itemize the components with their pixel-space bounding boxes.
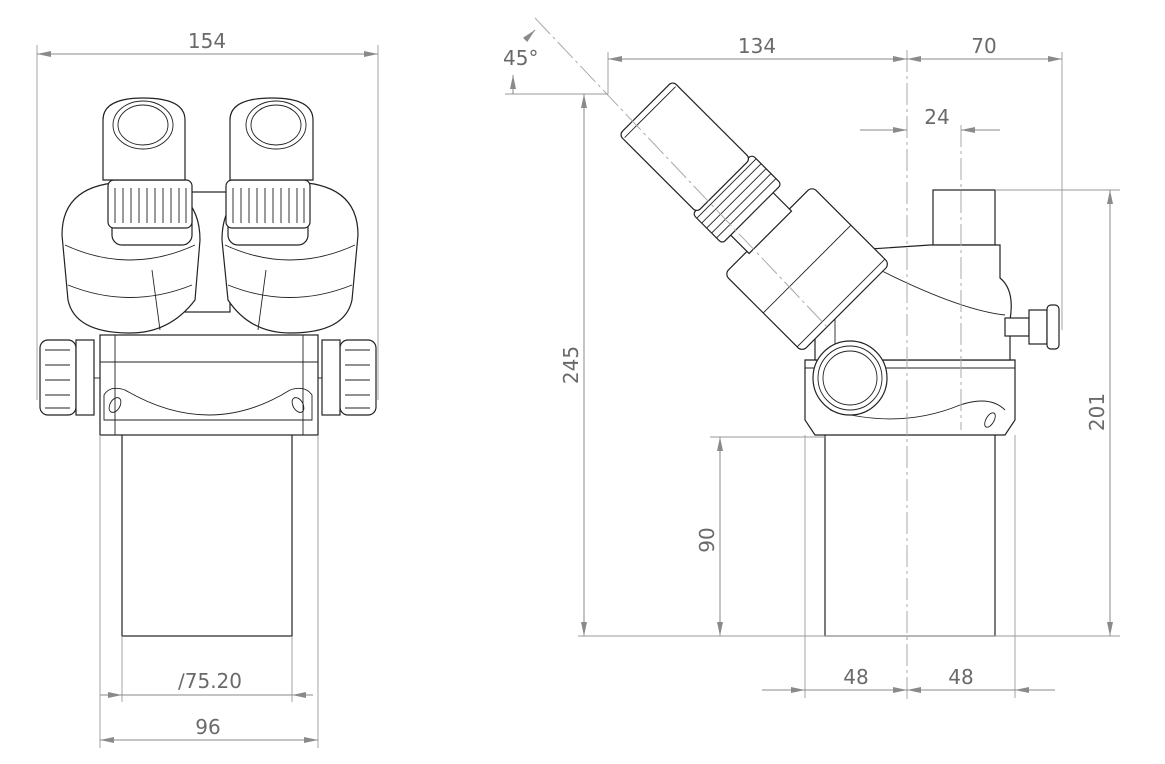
dim-eyepiece-angle: 45°: [503, 46, 538, 70]
mounting-post: [932, 189, 996, 246]
dim-post-height: 201: [1085, 393, 1109, 431]
dim-rear-offset: 70: [971, 34, 996, 58]
dim-overall-width: 154: [188, 29, 226, 53]
focus-knob-right: [318, 339, 377, 416]
dim-eyepiece-offset: 134: [738, 34, 776, 58]
dim-half-width-left: 48: [843, 665, 868, 689]
dim-overall-height: 245: [559, 346, 583, 384]
dim-tube-diameter: ∕75.20: [178, 669, 242, 693]
side-view: 45° 134 70 24 245 201 90 48 48: [503, 17, 1120, 700]
objective-tube: [121, 431, 293, 637]
front-view: 154 ∕75.20 96: [36, 29, 379, 748]
focus-body: [99, 334, 319, 436]
dim-post-offset: 24: [924, 105, 949, 129]
dim-body-width: 96: [195, 715, 220, 739]
dim-half-width-right: 48: [948, 665, 973, 689]
focus-knob-side: [812, 340, 888, 416]
eyepiece-right: [225, 97, 314, 246]
focus-knob-left: [39, 339, 100, 416]
tilted-eyepiece: [620, 82, 888, 350]
eyepiece-left: [102, 97, 193, 246]
eyepiece-barrel: [620, 82, 750, 212]
objective-tube-side: [824, 431, 996, 637]
dim-tube-length: 90: [695, 527, 719, 552]
side-screw: [1004, 304, 1060, 350]
